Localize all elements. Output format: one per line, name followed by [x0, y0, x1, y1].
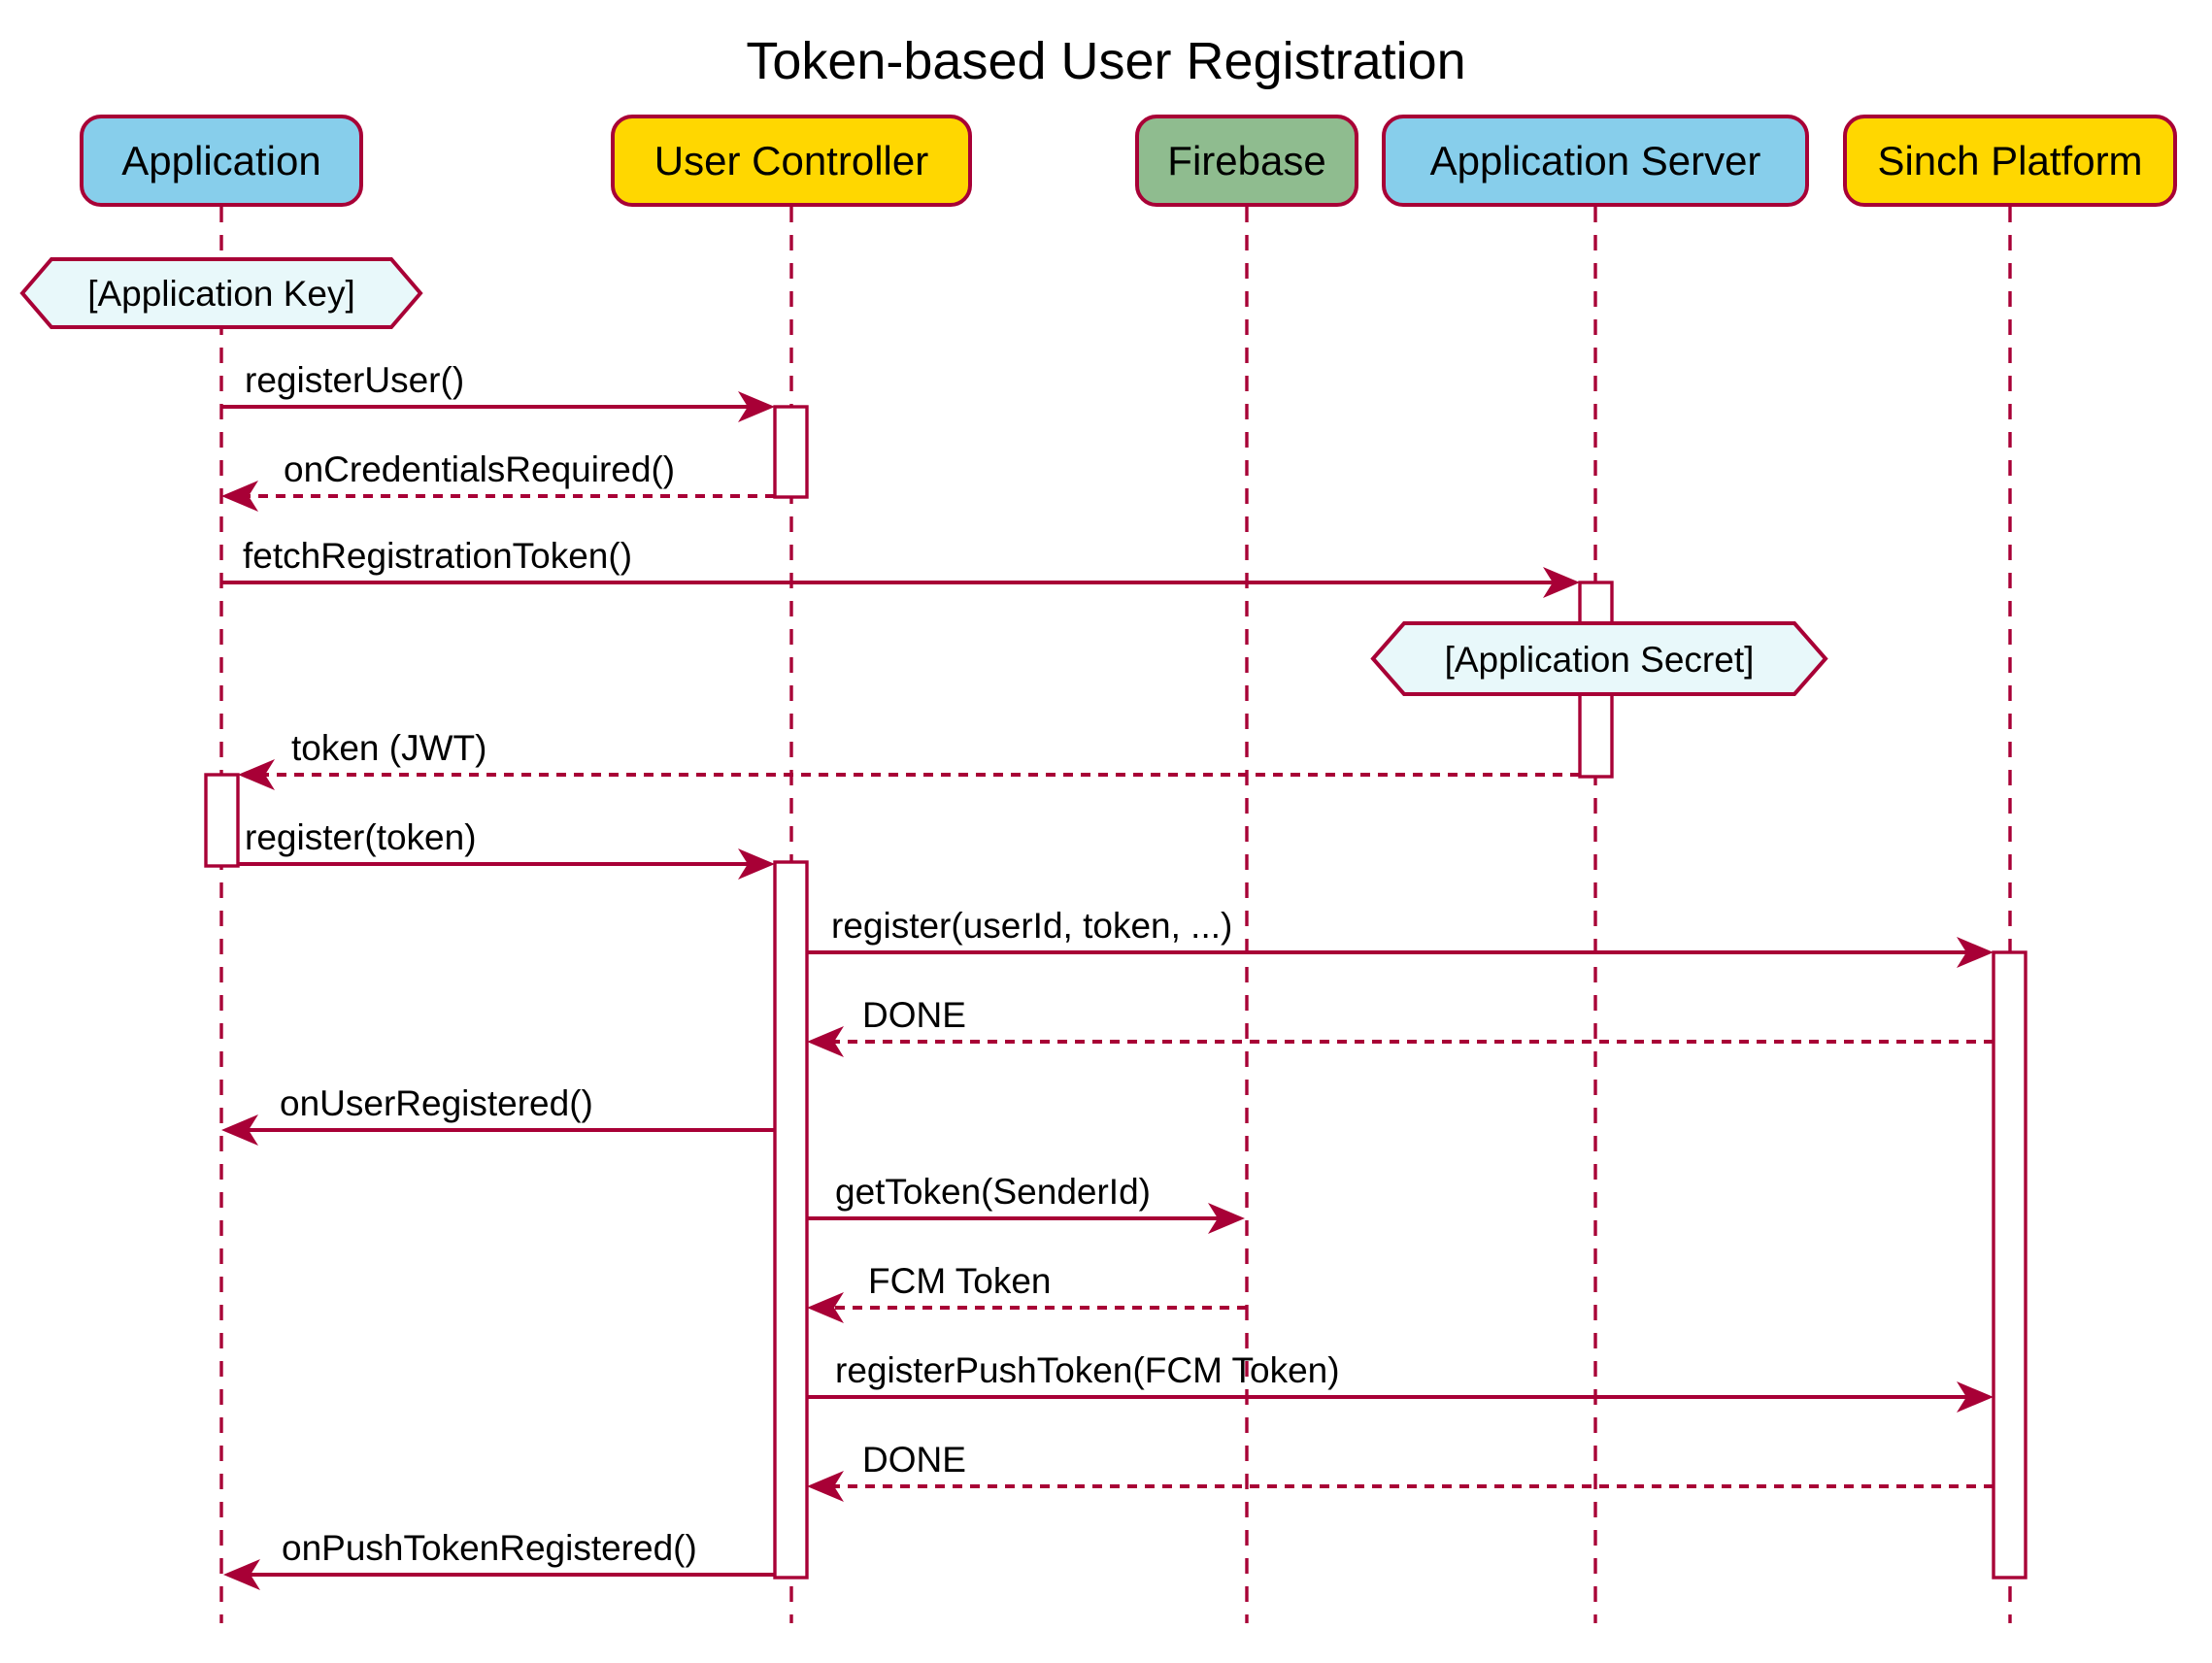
participant-box-user-controller: User Controller [611, 115, 972, 207]
diagram-title: Token-based User Registration [746, 32, 1466, 90]
message-getToken-senderId: getToken(SenderId) [807, 1172, 1245, 1234]
message-register-token: register(token) [238, 817, 775, 880]
message-label: registerPushToken(FCM Token) [835, 1350, 1340, 1390]
message-label: registerUser() [245, 360, 464, 400]
participant-label: Sinch Platform [1877, 137, 2143, 183]
message-register-userid-token: register(userId, token, ...) [807, 906, 1994, 968]
hexagon-note-shape [19, 257, 423, 329]
hexagon-note-shape [1370, 621, 1828, 696]
participant-box-sinch-platform: Sinch Platform [1843, 115, 2177, 207]
participant-label: Application [121, 137, 321, 183]
arrowhead-right-icon [1543, 567, 1580, 598]
activation-bar-user-controller-1 [773, 405, 809, 499]
arrowhead-right-icon [1957, 1381, 1994, 1413]
message-done-1: DONE [807, 995, 1994, 1057]
activation-bar-sinch-platform [1992, 950, 2028, 1580]
participant-box-application: Application [80, 115, 363, 207]
arrowhead-left-icon [807, 1471, 844, 1502]
message-label: DONE [862, 1440, 966, 1480]
participant-box-application-server: Application Server [1382, 115, 1809, 207]
activation-bar-user-controller-2 [773, 860, 809, 1580]
message-label: register(userId, token, ...) [831, 906, 1232, 946]
arrowhead-right-icon [1208, 1203, 1245, 1234]
arrowhead-left-icon [221, 1114, 258, 1146]
message-onUserRegistered: onUserRegistered() [221, 1083, 775, 1146]
message-label: getToken(SenderId) [835, 1172, 1151, 1212]
message-onCredentialsRequired: onCredentialsRequired() [221, 449, 775, 512]
arrowhead-left-icon [223, 1559, 260, 1590]
message-label: token (JWT) [291, 728, 486, 768]
arrowhead-right-icon [738, 848, 775, 880]
participant-label: Application Server [1429, 137, 1761, 183]
arrowhead-left-icon [221, 481, 258, 512]
message-done-2: DONE [807, 1440, 1994, 1502]
message-label: fetchRegistrationToken() [243, 536, 632, 576]
message-registerPushToken: registerPushToken(FCM Token) [807, 1350, 1994, 1413]
message-label: onUserRegistered() [280, 1083, 593, 1123]
participant-label: User Controller [654, 137, 929, 183]
activation-bar-application [204, 773, 240, 868]
message-label: register(token) [245, 817, 477, 857]
note-application-secret: [Application Secret] [1370, 621, 1828, 696]
message-fcm-token: FCM Token [807, 1261, 1247, 1323]
note-label: [Application Secret] [1445, 640, 1755, 680]
arrowhead-left-icon [807, 1292, 844, 1323]
message-label: onPushTokenRegistered() [282, 1528, 697, 1568]
message-token-jwt: token (JWT) [238, 728, 1580, 790]
arrowhead-right-icon [738, 391, 775, 422]
message-fetchRegistrationToken: fetchRegistrationToken() [221, 536, 1580, 598]
participant-label: Firebase [1167, 137, 1326, 183]
arrowhead-left-icon [807, 1026, 844, 1057]
message-onPushTokenRegistered: onPushTokenRegistered() [223, 1528, 775, 1590]
arrowhead-right-icon [1957, 937, 1994, 968]
note-application-key: [Application Key] [19, 257, 423, 329]
message-label: FCM Token [868, 1261, 1052, 1301]
message-label: onCredentialsRequired() [284, 449, 675, 489]
arrowhead-left-icon [238, 759, 275, 790]
message-registerUser: registerUser() [221, 360, 775, 422]
participant-box-firebase: Firebase [1135, 115, 1358, 207]
message-label: DONE [862, 995, 966, 1035]
note-label: [Application Key] [87, 274, 355, 314]
